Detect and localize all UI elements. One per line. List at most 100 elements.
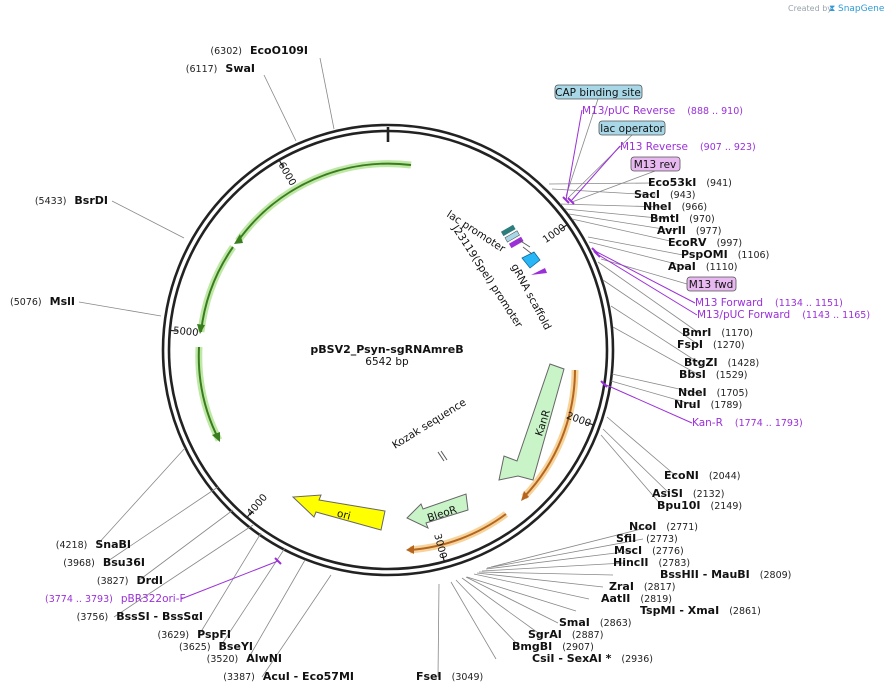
site-name: EcoNI: [664, 469, 699, 482]
site-position: (1170): [721, 328, 753, 339]
primer-leader-line: [603, 383, 693, 424]
site-position: (943): [670, 190, 696, 201]
site-position: (2149): [711, 501, 743, 512]
restriction-site-label: AatII(2819): [601, 592, 672, 605]
site-name: HincII: [613, 556, 649, 569]
primer-name: M13/pUC Forward: [697, 309, 790, 321]
site-position: (1529): [716, 370, 748, 381]
site-name: SgrAI: [528, 628, 562, 641]
site-name: Bsu36I: [103, 556, 145, 569]
restriction-site-label: BmgBI(2907): [512, 640, 594, 653]
site-position: (970): [689, 214, 715, 225]
restriction-site-label: BbsI(1529): [679, 368, 748, 381]
primer-mark: [600, 380, 608, 388]
primer-label: M13 Reverse(907 .. 923): [620, 141, 756, 153]
site-name: EcoO109I: [250, 44, 308, 57]
feature-leader-line: [600, 258, 688, 285]
restriction-site-label: HincII(2783): [613, 556, 690, 569]
site-leader-line: [597, 261, 700, 334]
restriction-site-label: NheI(966): [643, 200, 707, 213]
site-position: (2863): [600, 618, 632, 629]
site-name: TspMI - XmaI: [640, 604, 719, 617]
site-position: (2861): [729, 606, 761, 617]
site-leader-line: [476, 572, 604, 588]
primer-position: (3774 .. 3793): [45, 594, 113, 605]
restriction-site-label: MscI(2776): [614, 544, 684, 557]
site-position: (2771): [666, 522, 698, 533]
site-leader-line: [473, 573, 590, 600]
site-position: (6302): [210, 46, 242, 57]
restriction-site-label: AsiSI(2132): [652, 487, 724, 500]
site-leader-line: [78, 301, 162, 317]
site-name: BssSI - BssSαI: [116, 610, 203, 623]
restriction-site-label: SfiI(2773): [616, 532, 678, 545]
site-leader-line: [611, 373, 698, 394]
site-leader-line: [568, 213, 677, 232]
site-name: FspI: [677, 338, 703, 351]
primer-mark: [562, 196, 570, 204]
restriction-site-label: EcoNI(2044): [664, 469, 740, 482]
restriction-site-label: (3827)DrdI: [97, 574, 163, 587]
site-leader-line: [610, 380, 696, 406]
site-position: (6117): [186, 64, 218, 75]
primer-label: Kan-R(1774 .. 1793): [692, 417, 803, 429]
site-leader-line: [481, 562, 625, 572]
site-name: MslI: [50, 295, 75, 308]
m13-fwd-box: M13 fwd: [686, 276, 737, 292]
site-position: (2773): [646, 534, 678, 545]
site-position: (1106): [738, 250, 770, 261]
lac-operator-box: lac operator: [598, 120, 666, 136]
site-name: SmaI: [559, 616, 590, 629]
site-leader-line: [450, 581, 497, 660]
restriction-site-label: NcoI (2771): [629, 520, 698, 533]
site-name: NcoI: [629, 520, 656, 533]
site-position: (3629): [158, 630, 190, 641]
orange-orf-arcs: [406, 369, 579, 554]
site-leader-line: [551, 188, 657, 196]
svg-text:CAP binding site: CAP binding site: [555, 87, 641, 99]
restriction-site-label: (4218) SnaBI: [56, 538, 131, 551]
restriction-site-label: EcoRV(997): [668, 236, 742, 249]
primer-mark: [593, 250, 601, 258]
tick-label: 4000: [245, 492, 270, 519]
site-name: AatII: [601, 592, 630, 605]
primer-position: (1134 .. 1151): [775, 298, 843, 309]
site-leader-line: [104, 486, 219, 564]
site-position: (1110): [706, 262, 738, 273]
restriction-site-label: (3625)BseYI: [179, 640, 253, 653]
primer-label: M13/pUC Forward(1143 .. 1165): [697, 309, 870, 321]
site-position: (4218): [56, 540, 88, 551]
restriction-site-label: (3968)Bsu36I: [63, 556, 145, 569]
site-name: BssHII - MauBI: [660, 568, 750, 581]
site-leader-line: [610, 305, 700, 364]
feature-leader-line: [565, 98, 599, 197]
tick-label: 5000: [173, 326, 199, 339]
site-leader-line: [319, 57, 335, 130]
site-leader-line: [455, 579, 521, 648]
site-leader-line: [465, 576, 559, 624]
restriction-site-label: BmtI(970): [650, 212, 715, 225]
site-name: SnaBI: [95, 538, 131, 551]
kozak-label: Kozak sequence: [390, 396, 468, 451]
kanr-arrow: [498, 363, 565, 481]
restriction-site-label: Bpu10I (2149): [657, 499, 742, 512]
primer-position: (888 .. 910): [687, 106, 743, 117]
site-position: (1270): [713, 340, 745, 351]
primer-leader-line: [180, 560, 279, 600]
restriction-site-label: (5076)MslI: [10, 295, 75, 308]
brand-text: SnapGene: [838, 4, 885, 14]
tick-mark: [441, 553, 445, 562]
snapgene-logo-icon: ⧗: [829, 4, 835, 14]
tick-mark: [560, 223, 568, 230]
site-name: DrdI: [136, 574, 163, 587]
site-position: (1705): [717, 388, 749, 399]
site-name: Bpu10I: [657, 499, 701, 512]
site-leader-line: [559, 203, 663, 208]
primer-name: M13/pUC Reverse: [582, 105, 675, 117]
site-name: ApaI: [668, 260, 696, 273]
site-name: SacI: [634, 188, 660, 201]
restriction-site-label: (3629) PspFI: [158, 628, 232, 641]
primer-leader-line: [570, 145, 621, 202]
site-name: PspFI: [197, 628, 231, 641]
restriction-site-label: ZraI(2817): [609, 580, 676, 593]
